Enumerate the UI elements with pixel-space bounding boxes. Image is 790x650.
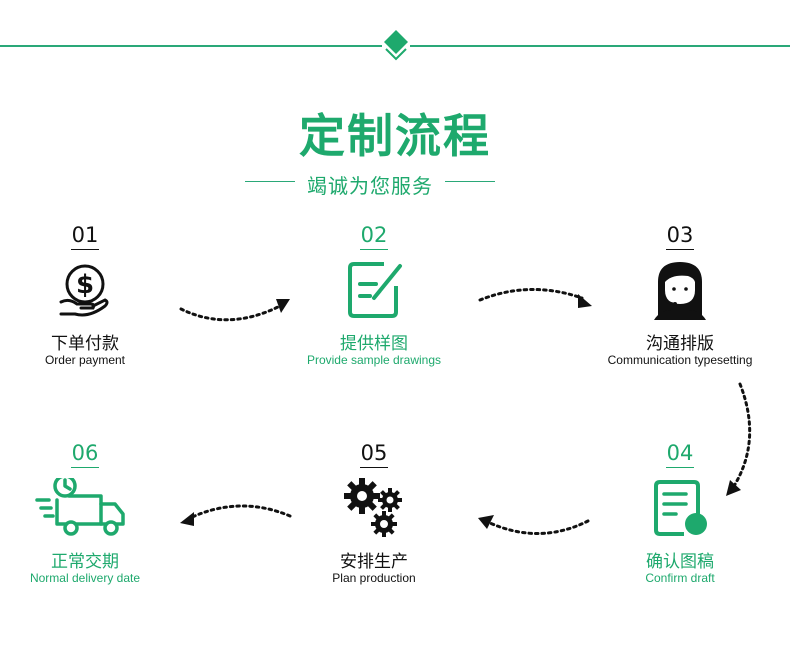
arrowhead-03-to-04 [726, 480, 741, 496]
step-title-en: Order payment [44, 353, 126, 367]
step-title-en: Plan production [332, 571, 416, 585]
step-title-en: Normal delivery date [29, 571, 141, 585]
subtitle-row: 竭诚为您服务 [0, 170, 790, 198]
dollar-hand-icon: $ [55, 260, 115, 320]
customer-service-icon [650, 260, 710, 320]
step-number: 04 [665, 440, 695, 468]
arrowhead-01-to-02 [276, 299, 290, 313]
svg-text:$: $ [76, 270, 94, 300]
arrowhead-05-to-06 [180, 512, 194, 526]
step-title-zh: 下单付款 [51, 334, 119, 354]
step-title-zh: 安排生产 [340, 552, 408, 572]
step-02: 02 提供样图 Provide sample drawings [264, 222, 484, 372]
arrow-05-to-06 [188, 504, 292, 520]
arrow-03-to-04 [732, 382, 752, 488]
step-title-zh: 确认图稿 [646, 552, 714, 572]
arrowhead-04-to-05 [478, 515, 494, 529]
step-05: 05 [264, 440, 484, 590]
step-03: 03 沟通排版 Communication typesetting [570, 222, 790, 372]
approved-document-icon [650, 478, 710, 538]
step-title-zh: 沟通排版 [646, 334, 714, 354]
subtitle-dash-right [445, 181, 495, 182]
diamond-ornament-icon [382, 28, 410, 62]
step-title-zh: 提供样图 [340, 334, 408, 354]
arrow-02-to-03 [478, 287, 584, 302]
step-title-en: Confirm draft [645, 571, 715, 585]
arrow-01-to-02 [179, 304, 282, 322]
arrowhead-02-to-03 [578, 294, 592, 308]
step-title-zh: 正常交期 [51, 552, 119, 572]
step-number: 06 [70, 440, 100, 468]
step-number: 05 [359, 440, 389, 468]
step-title-en: Communication typesetting [607, 353, 753, 367]
arrow-04-to-05 [488, 519, 590, 535]
gears-icon [344, 478, 404, 538]
top-divider-left [0, 45, 382, 47]
step-04: 04 确认图稿 Confirm draft [570, 440, 790, 590]
top-divider-right [410, 45, 790, 47]
subtitle: 竭诚为您服务 [307, 174, 433, 198]
step-06: 06 正常交期 Normal delivery date [0, 440, 195, 590]
edit-document-icon [344, 260, 404, 320]
step-number: 02 [359, 222, 389, 250]
subtitle-dash-left [245, 181, 295, 182]
delivery-truck-icon [35, 474, 135, 538]
step-01: 01 $ 下单付款 Order payment [0, 222, 195, 372]
step-number: 03 [665, 222, 695, 250]
page-title: 定制流程 [299, 109, 491, 163]
step-title-en: Provide sample drawings [306, 353, 442, 367]
step-number: 01 [70, 222, 100, 250]
